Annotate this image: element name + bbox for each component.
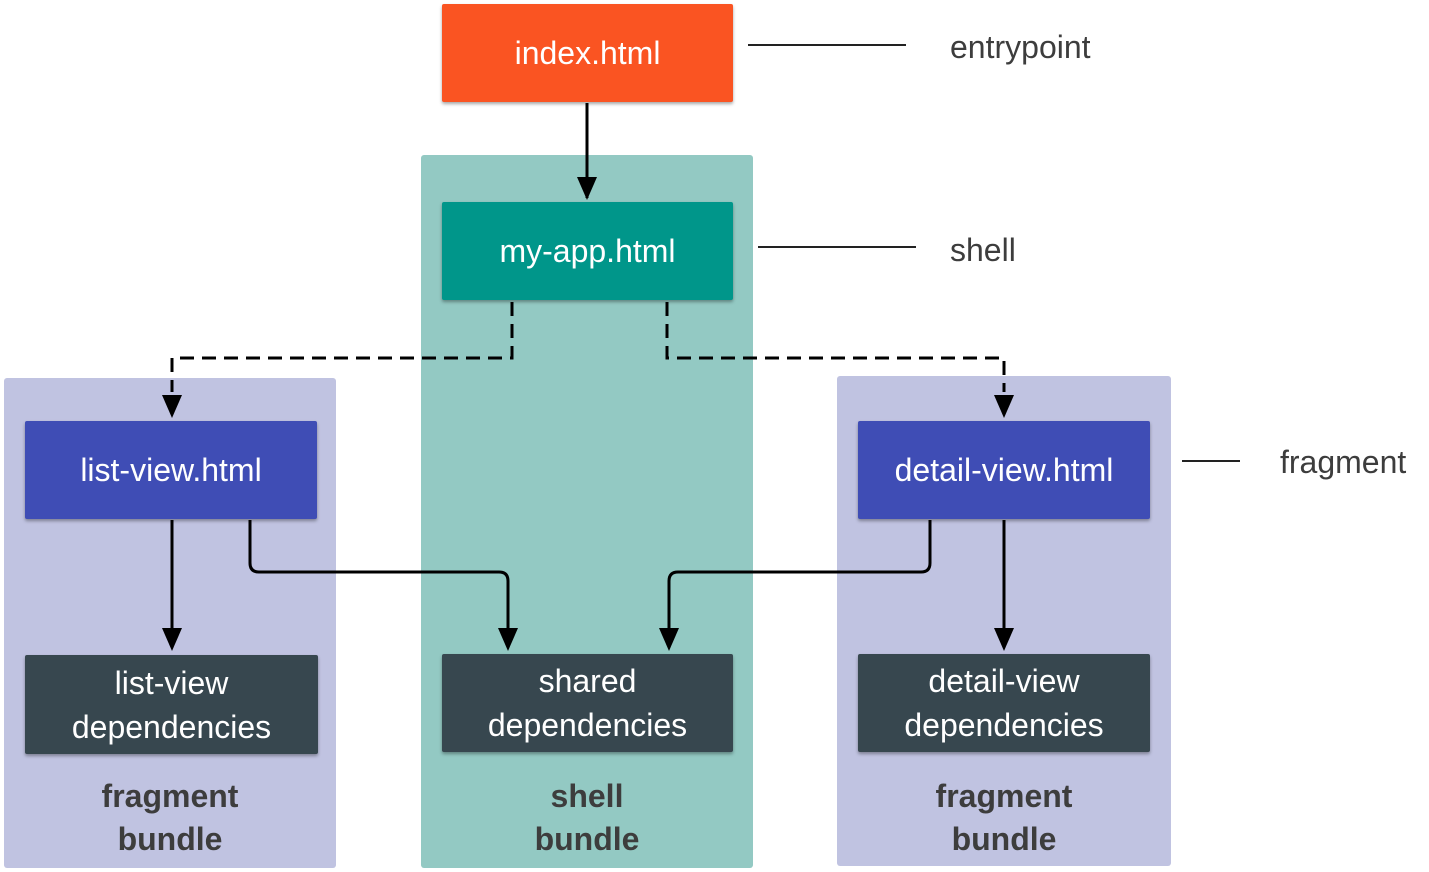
lazy-link-detail-view xyxy=(665,302,1006,392)
detail-view-label: detail-view.html xyxy=(894,452,1114,488)
arrowhead xyxy=(994,395,1014,418)
detail-view-dependencies-node: detail-view dependencies xyxy=(858,654,1150,752)
arrowhead xyxy=(994,628,1014,651)
arrow-detail-to-shared xyxy=(667,520,932,628)
detail-deps-line-2: dependencies xyxy=(904,707,1104,743)
bundle-label-center: shell bundle xyxy=(421,775,753,861)
arrowhead xyxy=(659,628,679,651)
arrowhead xyxy=(498,628,518,651)
bundle-label-left-line-2: bundle xyxy=(117,821,223,857)
detail-deps-line-1: detail-view xyxy=(928,663,1080,699)
bundle-label-center-line-1: shell xyxy=(550,778,624,814)
leader-line-entrypoint xyxy=(748,44,906,46)
arrow-list-to-shared xyxy=(248,520,510,628)
shared-deps-line-1: shared xyxy=(538,663,637,699)
bundle-label-right: fragment bundle xyxy=(837,775,1171,861)
legend-fragment: fragment xyxy=(1280,444,1407,480)
list-deps-line-2: dependencies xyxy=(71,708,272,745)
bundle-label-right-line-2: bundle xyxy=(951,821,1057,857)
shared-dependencies-node: shared dependencies xyxy=(442,654,733,752)
arrowhead xyxy=(577,177,597,200)
list-view-label: list-view.html xyxy=(80,452,262,488)
list-deps-line-1: list-view xyxy=(114,664,229,701)
leader-line-shell xyxy=(758,246,916,248)
list-view-dependencies-node: list-view dependencies xyxy=(25,655,318,754)
fragment-node-list-view: list-view.html xyxy=(25,421,317,519)
lazy-link-list-view xyxy=(170,302,514,392)
legend-shell: shell xyxy=(950,232,1016,268)
entry-node-index-html: index.html xyxy=(442,4,733,102)
entry-node-label: index.html xyxy=(514,35,661,71)
legend-entrypoint: entrypoint xyxy=(950,29,1091,65)
shell-node-label: my-app.html xyxy=(499,233,676,269)
arrowhead xyxy=(162,628,182,651)
shared-deps-line-2: dependencies xyxy=(487,707,688,743)
bundle-label-left: fragment bundle xyxy=(4,775,336,861)
bundle-label-center-line-2: bundle xyxy=(534,821,640,857)
shell-node-my-app-html: my-app.html xyxy=(442,202,733,300)
bundle-label-right-line-1: fragment xyxy=(935,778,1073,814)
arrowhead xyxy=(162,395,182,418)
fragment-node-detail-view: detail-view.html xyxy=(858,421,1150,519)
bundle-label-left-line-1: fragment xyxy=(101,778,239,814)
leader-line-fragment xyxy=(1182,460,1240,462)
